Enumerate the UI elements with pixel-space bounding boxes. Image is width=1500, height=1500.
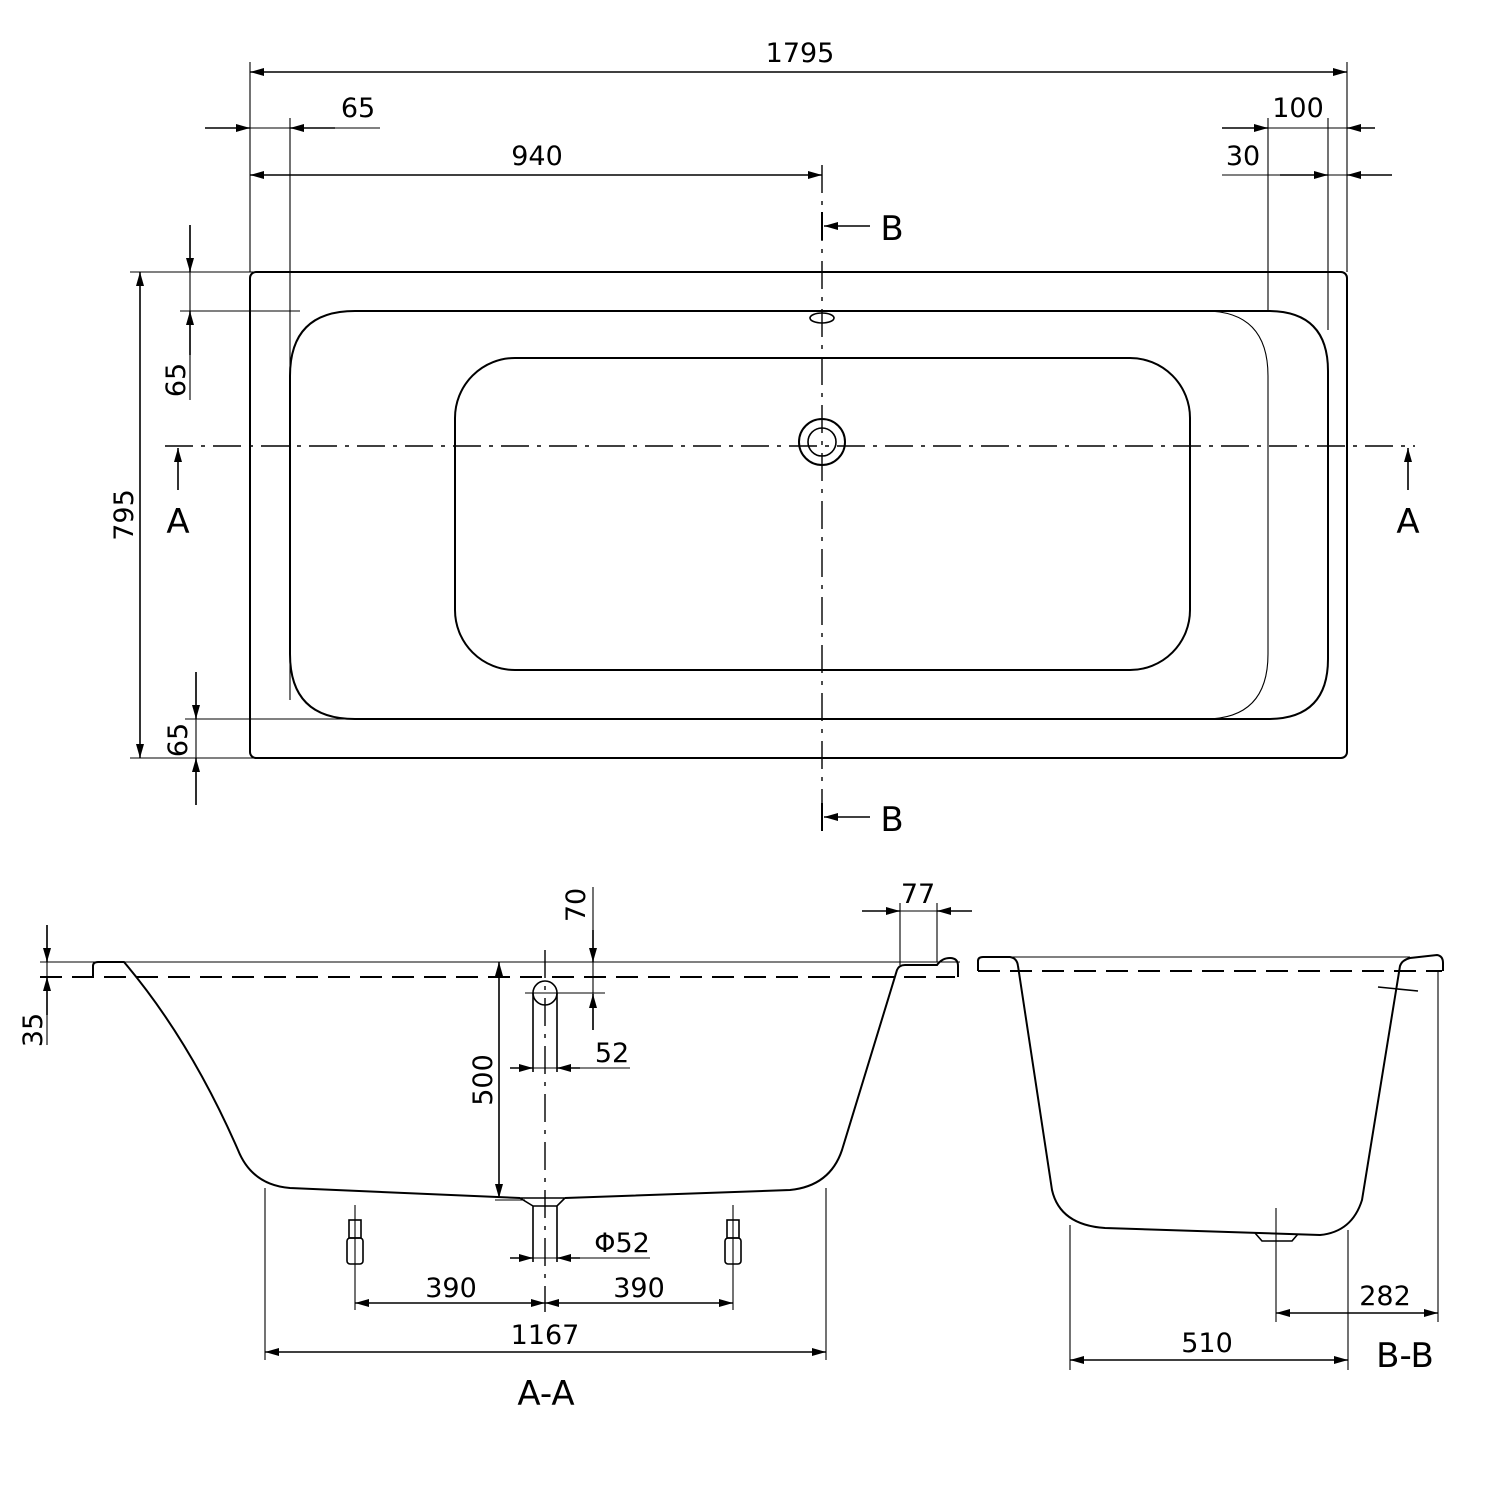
dim-rim-width-label: 77 [901, 879, 935, 910]
dim-overflow-offset-label: 70 [561, 888, 592, 922]
extension-lines [130, 62, 1348, 759]
dim-overflow-diameter-label: 52 [595, 1038, 629, 1069]
tub-profile-aa [92, 956, 959, 1199]
section-a-right-label: A [1396, 502, 1419, 542]
drain-outlet-bb [1254, 1232, 1299, 1242]
tub-rim-inner-left-contour [1204, 310, 1269, 720]
section-bb-title: B-B [1376, 1336, 1434, 1376]
dim-rim-right-label: 100 [1272, 93, 1324, 124]
overflow-tick-bb [1377, 986, 1419, 992]
tub-outer-outline [249, 271, 1348, 759]
tub-rim-inner-outline [289, 310, 1329, 720]
adjustable-foot-left [346, 1205, 364, 1310]
section-aa: 35 70 52 500 Φ52 390 390 1167 [18, 879, 972, 1414]
tub-profile-bb [977, 953, 1444, 1237]
dim-rim-left-label: 65 [341, 93, 375, 124]
dim-rim-top-label: 65 [161, 363, 192, 397]
section-a-left-label: A [166, 502, 189, 542]
dim-drain-offset-label: 282 [1359, 1281, 1411, 1312]
section-bb: 282 510 B-B [977, 953, 1444, 1376]
plan-view: B B A A 1795 65 940 [109, 38, 1420, 840]
dim-rim-thickness-label: 35 [18, 1013, 49, 1047]
dim-bottom-length-label: 1167 [511, 1320, 580, 1351]
dim-rim-bottom-label: 65 [163, 723, 194, 757]
drain-outlet-aa [517, 1197, 567, 1262]
dim-foot-right-spacing-label: 390 [613, 1273, 665, 1304]
dim-bottom-width-label: 510 [1181, 1328, 1233, 1359]
dim-drain-position-label: 940 [511, 141, 563, 172]
section-b-bottom-label: B [880, 800, 903, 840]
dim-foot-left-spacing-label: 390 [425, 1273, 477, 1304]
dim-depth-label: 500 [468, 1054, 499, 1106]
dim-overall-length-label: 1795 [766, 38, 835, 69]
dim-drain-diameter-label: Φ52 [594, 1228, 650, 1259]
section-aa-title: A-A [517, 1374, 574, 1414]
section-b-top-label: B [880, 209, 903, 249]
adjustable-foot-right [724, 1205, 742, 1310]
dim-rim-right-inner-label: 30 [1226, 141, 1260, 172]
dim-overall-width-label: 795 [109, 489, 140, 541]
